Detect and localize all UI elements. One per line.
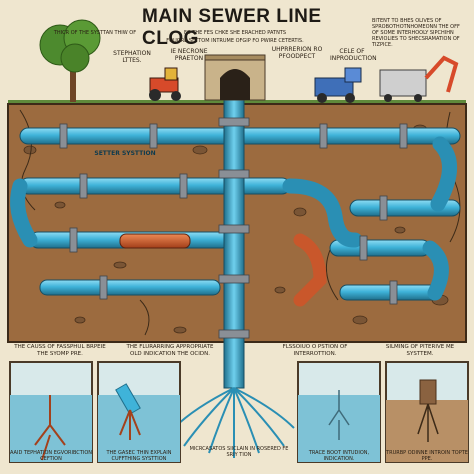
caption-left: THE CAUSS OF FASSPHUL BRPEIE THE SYOMP P… <box>14 344 106 357</box>
excavator-icon <box>379 55 459 102</box>
callout-stephation: STEPHATION LTTES. <box>113 50 151 64</box>
main-vertical-stack <box>223 87 245 389</box>
tree-icon <box>39 19 101 102</box>
callout-ie-necrone: IE NECRONE PRAETON <box>170 48 208 62</box>
soil-stones <box>23 124 449 334</box>
callout-right-notes: BITENT TO BHES OLIVES OF SPROBOTHOTNHOME… <box>372 18 460 48</box>
header-note-mid: FO THE FES CHKE SHE ERACHED PATNTS <box>183 30 287 36</box>
panel-2-caption: THE GASEC THIN EXPLAIN CUFFTHING SYSTTIO… <box>106 450 172 462</box>
panel-3-caption: MICRCASATOS SIICLAIN IN ROSERED FE SRIY … <box>189 446 289 458</box>
panel-illustrations <box>9 361 469 463</box>
header-note-left: THICR OF THE SYSTTAN THIW OF <box>53 30 137 36</box>
tunnel-gate-icon <box>204 54 266 101</box>
caption-right: SILMING OF PITERIVE ME SYSTTEM. <box>385 344 455 357</box>
caption-center-right: FLSSOIUO O PSTION OF INTERROTTION. <box>282 344 348 357</box>
panel-1-caption: AAID TEPHATION EGVORIBCTION CEFTION <box>10 450 92 462</box>
callout-cele-inproduction: CELE OF INPRODUCTION <box>330 48 377 62</box>
page-title: MAIN SEWER LINE CLOG <box>142 6 322 49</box>
panel-5-caption: TRURBP ODINNE INTROIN TOPTE PPE. <box>386 450 468 462</box>
truck-icon <box>314 67 362 103</box>
rusty-clog-section <box>119 233 191 249</box>
callout-uhprrenon: UHPRRERION RO PFOODPECT <box>271 46 323 60</box>
panel-4-caption: TRACE BOOT INTUDION, INDICATION. <box>308 450 370 462</box>
header-note-right: FOUQRE SETTOM INTRUME OFGIP FO PWIRE CET… <box>166 38 304 44</box>
water-splash-icon <box>173 387 295 458</box>
caption-middle: THE FLURARRING APPROPRIATE OLD INDICATIO… <box>126 344 214 357</box>
pipe-middle <box>19 177 291 195</box>
pipe-fittings <box>59 123 408 305</box>
pipe-bottom <box>39 279 221 296</box>
callout-setter-system: SETTER SYSTTION <box>94 150 156 157</box>
tractor-icon <box>149 67 181 101</box>
